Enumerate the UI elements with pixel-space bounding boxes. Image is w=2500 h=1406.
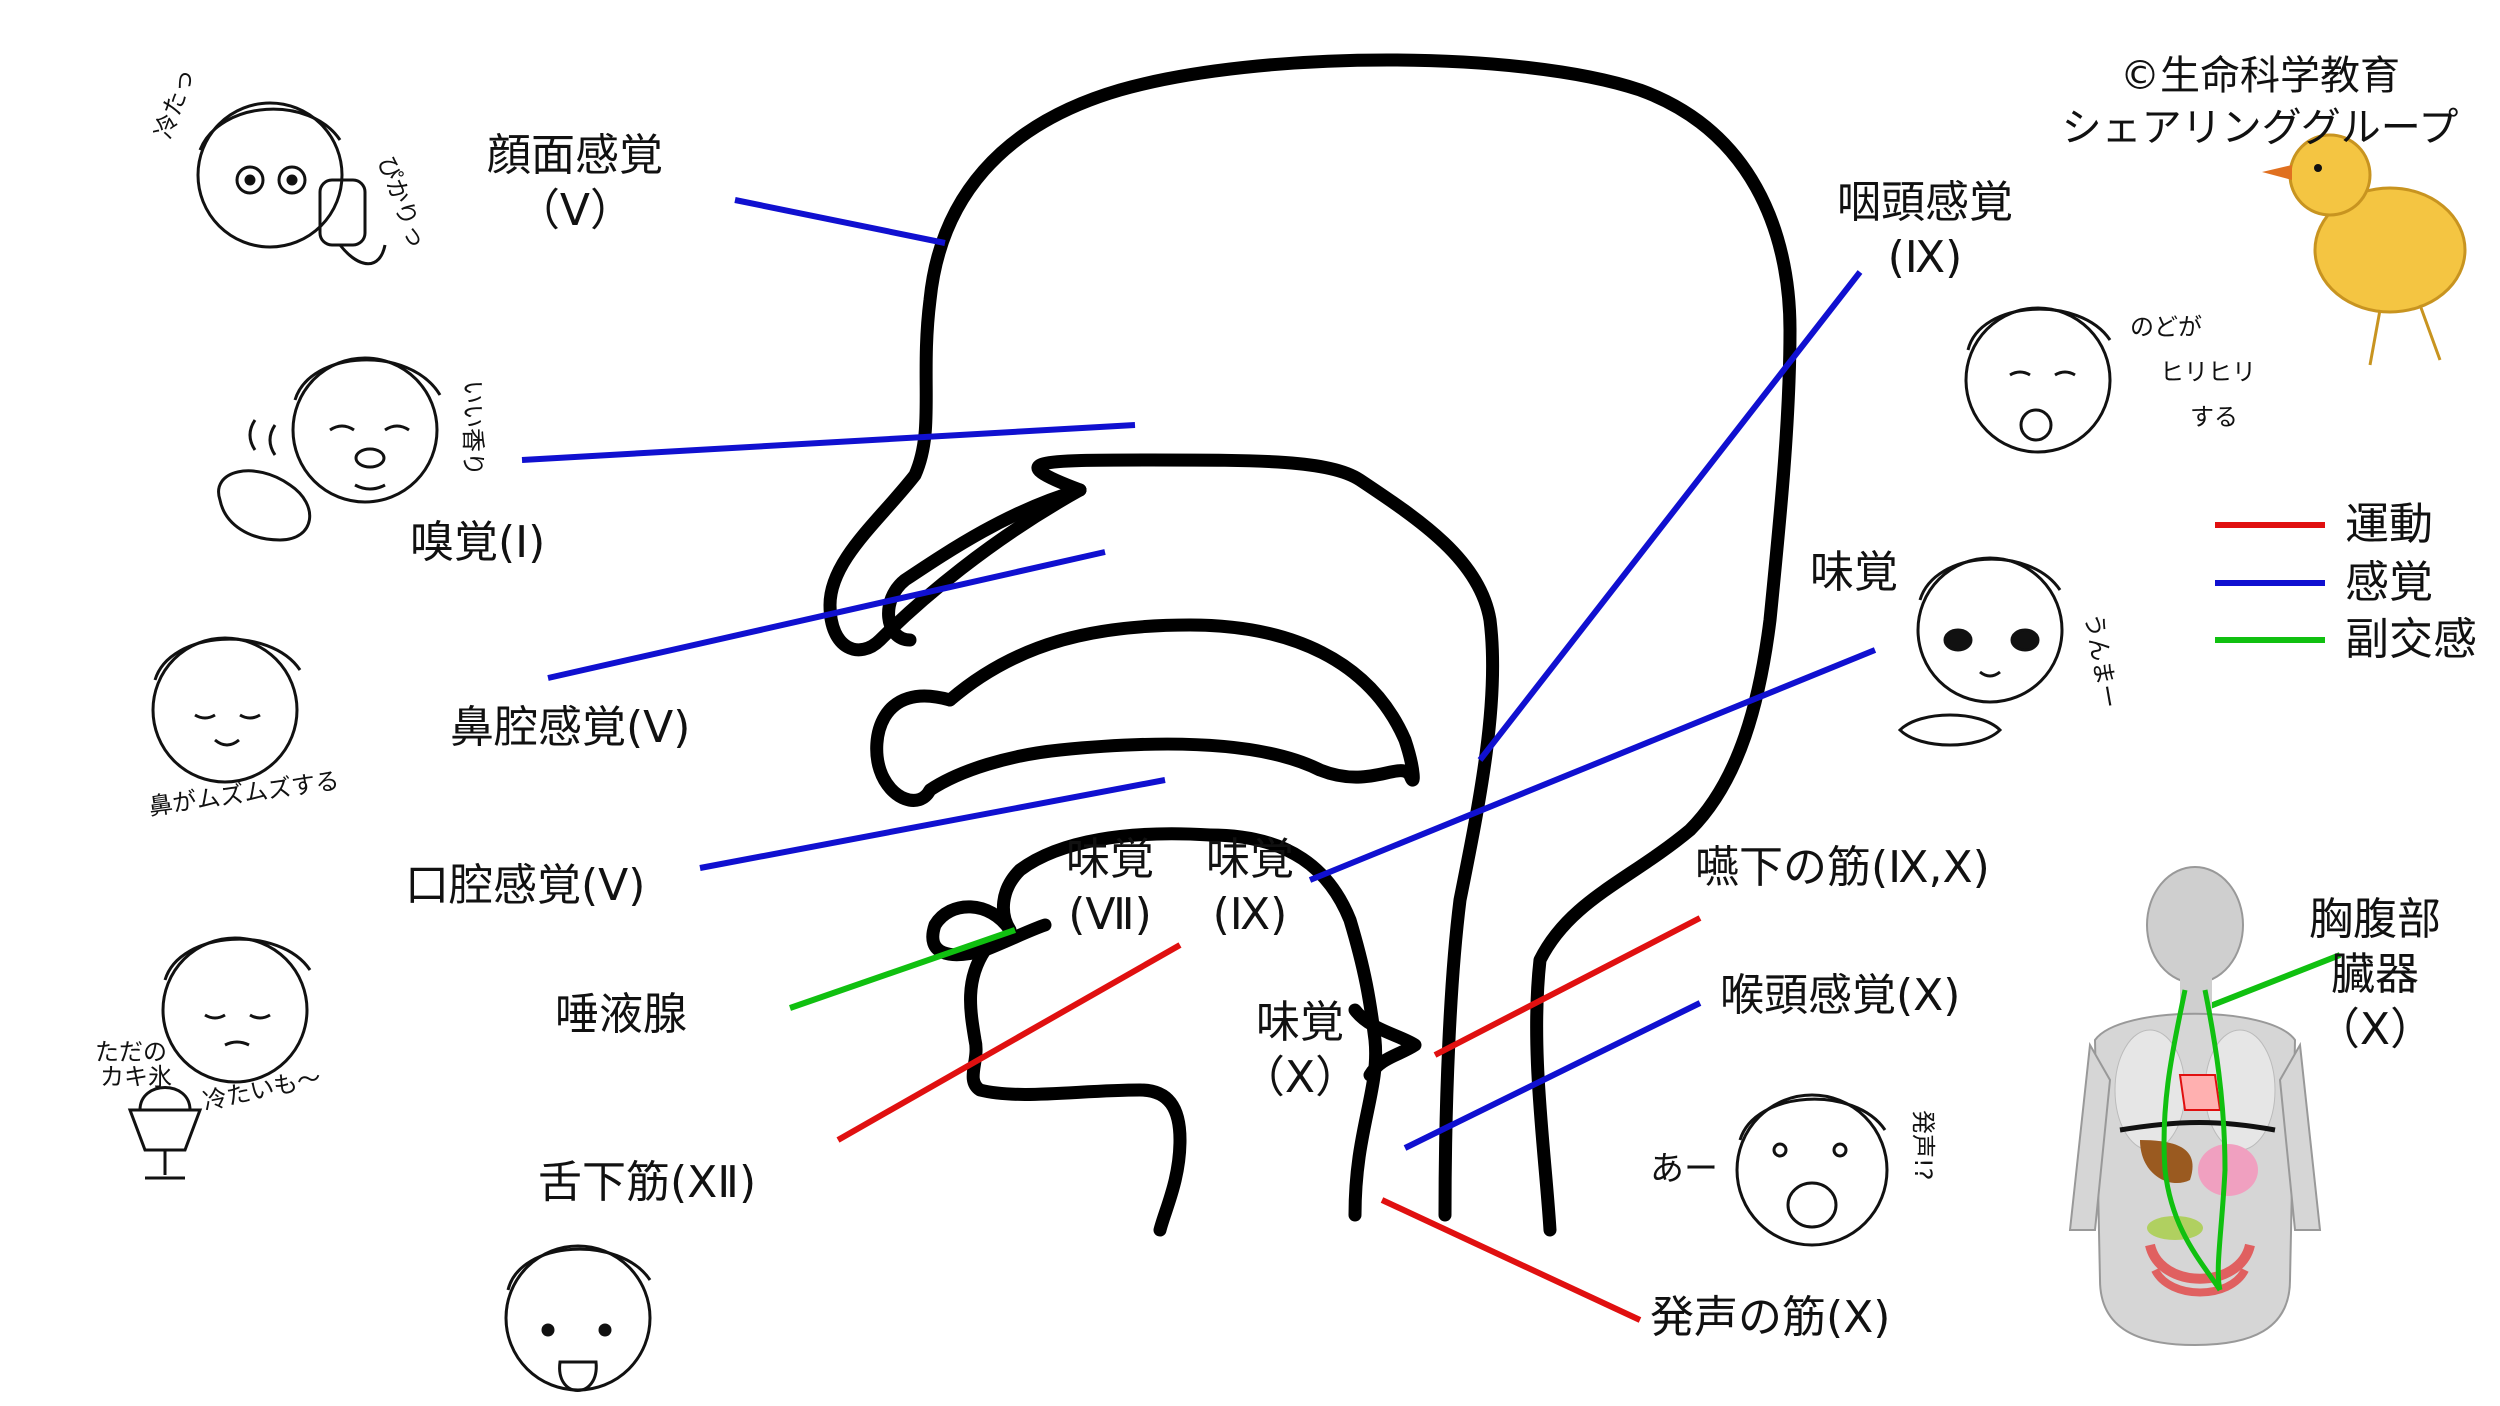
cartoon-tasty bbox=[1900, 558, 2062, 745]
label-taste-vii: 味覚 (Ⅶ) bbox=[1050, 832, 1170, 942]
legend-swatches bbox=[2215, 525, 2325, 640]
label-hypoglossal-muscle: 舌下筋(ⅩⅡ) bbox=[538, 1155, 756, 1210]
cartoon-nose bbox=[153, 638, 300, 782]
label-taste-ix-mid-nerve: (Ⅸ) bbox=[1180, 887, 1320, 942]
caption-aa: あー bbox=[1650, 1149, 1718, 1189]
line-swallow-muscle bbox=[1435, 918, 1700, 1055]
label-taste-x-nerve: （Ⅹ） bbox=[1235, 1050, 1365, 1105]
label-face-sensation-nerve: （Ⅴ） bbox=[460, 183, 690, 238]
face-icon bbox=[1918, 558, 2062, 702]
label-swallow-muscle: 嚥下の筋(Ⅸ,Ⅹ) bbox=[1695, 840, 1990, 895]
label-oral-sensation: 口腔感覚(Ⅴ) bbox=[405, 858, 645, 913]
copyright: ©生命科学教育 シェアリンググループ bbox=[2040, 50, 2480, 154]
legend-label-motor: 運動 bbox=[2345, 497, 2433, 552]
torso-organs-icon bbox=[2070, 867, 2320, 1345]
copyright-line1: ©生命科学教育 bbox=[2040, 50, 2480, 102]
caption-throat3: する bbox=[2190, 403, 2238, 431]
label-taste-ix-mid: 味覚 (Ⅸ) bbox=[1180, 832, 1320, 942]
caption-umai: うんまー bbox=[2079, 611, 2123, 710]
cartoon-cold-drink bbox=[198, 103, 385, 264]
line-smell bbox=[522, 425, 1135, 460]
legend-label-parasympathetic: 副交感 bbox=[2345, 612, 2477, 667]
copyright-line2: シェアリンググループ bbox=[2040, 102, 2480, 154]
label-thoracoabdominal-organs: 胸腹部 臓器 （Ⅹ） bbox=[2285, 892, 2465, 1057]
label-phonation-muscle: 発声の筋(Ⅹ) bbox=[1650, 1290, 1890, 1345]
legend-label-sensory: 感覚 bbox=[2345, 555, 2433, 610]
label-taste-ix-mid-name: 味覚 bbox=[1180, 832, 1320, 887]
cartoon-tongue bbox=[506, 1246, 650, 1391]
caption-cold2: 冷たいも〜 bbox=[200, 1064, 323, 1116]
caption-throat2: ヒリヒリ bbox=[2160, 358, 2256, 386]
caption-throat1: のどが bbox=[2130, 313, 2202, 341]
caption-kakigori: カキ氷 bbox=[100, 1063, 172, 1091]
label-thoracoabdominal-line2: 臓器 bbox=[2285, 947, 2465, 1002]
label-smell: 嗅覚(Ⅰ) bbox=[410, 515, 545, 570]
label-thoracoabdominal-nerve: （Ⅹ） bbox=[2285, 1002, 2465, 1057]
face-icon bbox=[293, 358, 437, 502]
cartoon-throat bbox=[1966, 308, 2110, 452]
face-icon bbox=[163, 938, 307, 1082]
label-taste-x-name: 味覚 bbox=[1235, 995, 1365, 1050]
chick-icon bbox=[2262, 135, 2465, 365]
kakigori-icon bbox=[130, 1110, 200, 1150]
label-face-sensation: 顔面感覚 （Ⅴ） bbox=[460, 128, 690, 238]
caption-pikari: ぴかりっ bbox=[372, 152, 431, 252]
leader-lines bbox=[522, 200, 2340, 1320]
caption-hassei: 発声!? bbox=[1909, 1110, 1937, 1180]
label-pharynx-sensation: 咽頭感覚 (Ⅸ) bbox=[1810, 175, 2040, 285]
label-salivary-gland: 唾液腺 bbox=[555, 987, 687, 1042]
label-pharynx-sensation-name: 咽頭感覚 bbox=[1810, 175, 2040, 230]
label-taste-right: 味覚 bbox=[1810, 545, 1898, 600]
label-taste-x: 味覚 （Ⅹ） bbox=[1235, 995, 1365, 1105]
face-icon bbox=[153, 638, 297, 782]
face-icon bbox=[506, 1246, 650, 1390]
meat-icon bbox=[219, 471, 310, 540]
caption-nose: 鼻がムズムズする bbox=[147, 766, 341, 820]
label-larynx-sensation: 喉頭感覚(Ⅹ) bbox=[1720, 968, 1960, 1023]
meat-icon bbox=[1900, 715, 2000, 745]
caption-tadano: ただの bbox=[95, 1038, 167, 1066]
cartoon-aa bbox=[1737, 1095, 1887, 1245]
cartoon-smell bbox=[219, 358, 440, 540]
label-taste-vii-name: 味覚 bbox=[1050, 832, 1170, 887]
line-face-sensation bbox=[735, 200, 945, 243]
face-icon bbox=[1966, 308, 2110, 452]
caption-ii-kaori: いい香り bbox=[459, 380, 487, 476]
line-phonation-muscle bbox=[1382, 1200, 1640, 1320]
label-nasal-sensation: 鼻腔感覚(Ⅴ) bbox=[450, 700, 690, 755]
label-face-sensation-name: 顔面感覚 bbox=[460, 128, 690, 183]
line-pharynx-sensation bbox=[1480, 272, 1860, 760]
label-taste-vii-nerve: (Ⅶ) bbox=[1050, 887, 1170, 942]
label-thoracoabdominal-line1: 胸腹部 bbox=[2285, 892, 2465, 947]
face-icon bbox=[1737, 1095, 1887, 1245]
caption-cold1: 冷たっ bbox=[149, 65, 200, 142]
label-pharynx-sensation-nerve: (Ⅸ) bbox=[1810, 230, 2040, 285]
